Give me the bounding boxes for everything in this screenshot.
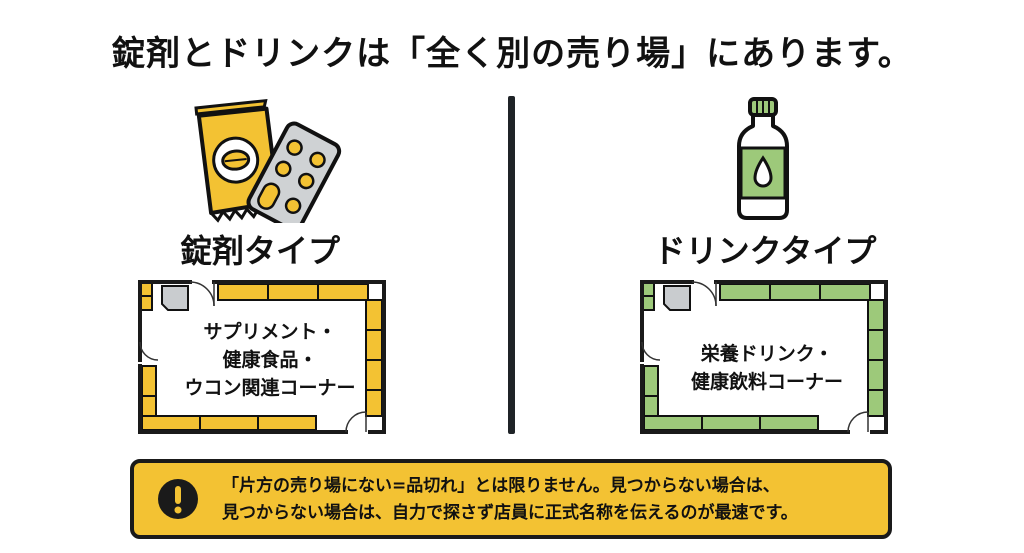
- page-title: 錠剤とドリンクは「全く別の売り場」にあります。: [111, 34, 913, 74]
- center-divider: [508, 96, 515, 434]
- exclamation-icon: [158, 479, 198, 519]
- drink-bottle-icon: [737, 97, 789, 220]
- drink-area-line-2: 健康飲料コーナー: [690, 371, 843, 393]
- notice-box: 「片方の売り場にない=品切れ」とは限りません。見つからない場合は、 見つからない…: [130, 459, 892, 539]
- tablet-pack-icon: [194, 98, 342, 223]
- tablet-area-line-2: 健康食品・: [222, 349, 318, 371]
- notice-line-1: 「片方の売り場にない=品切れ」とは限りません。見つからない場合は、: [222, 476, 780, 496]
- tablet-type-label: 錠剤タイプ: [179, 232, 340, 270]
- tablet-area-line-3: ウコン関連コーナー: [184, 377, 356, 399]
- tablet-floor-plan: [138, 280, 386, 434]
- notice-line-2: 見つからない場合は、自力で探さず店員に正式名称を伝えるのが最速です。: [222, 503, 798, 523]
- drink-area-label: 栄養ドリンク・ 健康飲料コーナー: [652, 340, 882, 396]
- drink-floor-plan: [640, 280, 888, 434]
- tablet-area-line-1: サプリメント・: [203, 321, 337, 343]
- tablet-area-label: サプリメント・ 健康食品・ ウコン関連コーナー: [160, 318, 380, 402]
- notice-text: 「片方の売り場にない=品切れ」とは限りません。見つからない場合は、 見つからない…: [222, 473, 882, 527]
- drink-type-label: ドリンクタイプ: [653, 232, 877, 270]
- drink-area-line-1: 栄養ドリンク・: [700, 343, 834, 365]
